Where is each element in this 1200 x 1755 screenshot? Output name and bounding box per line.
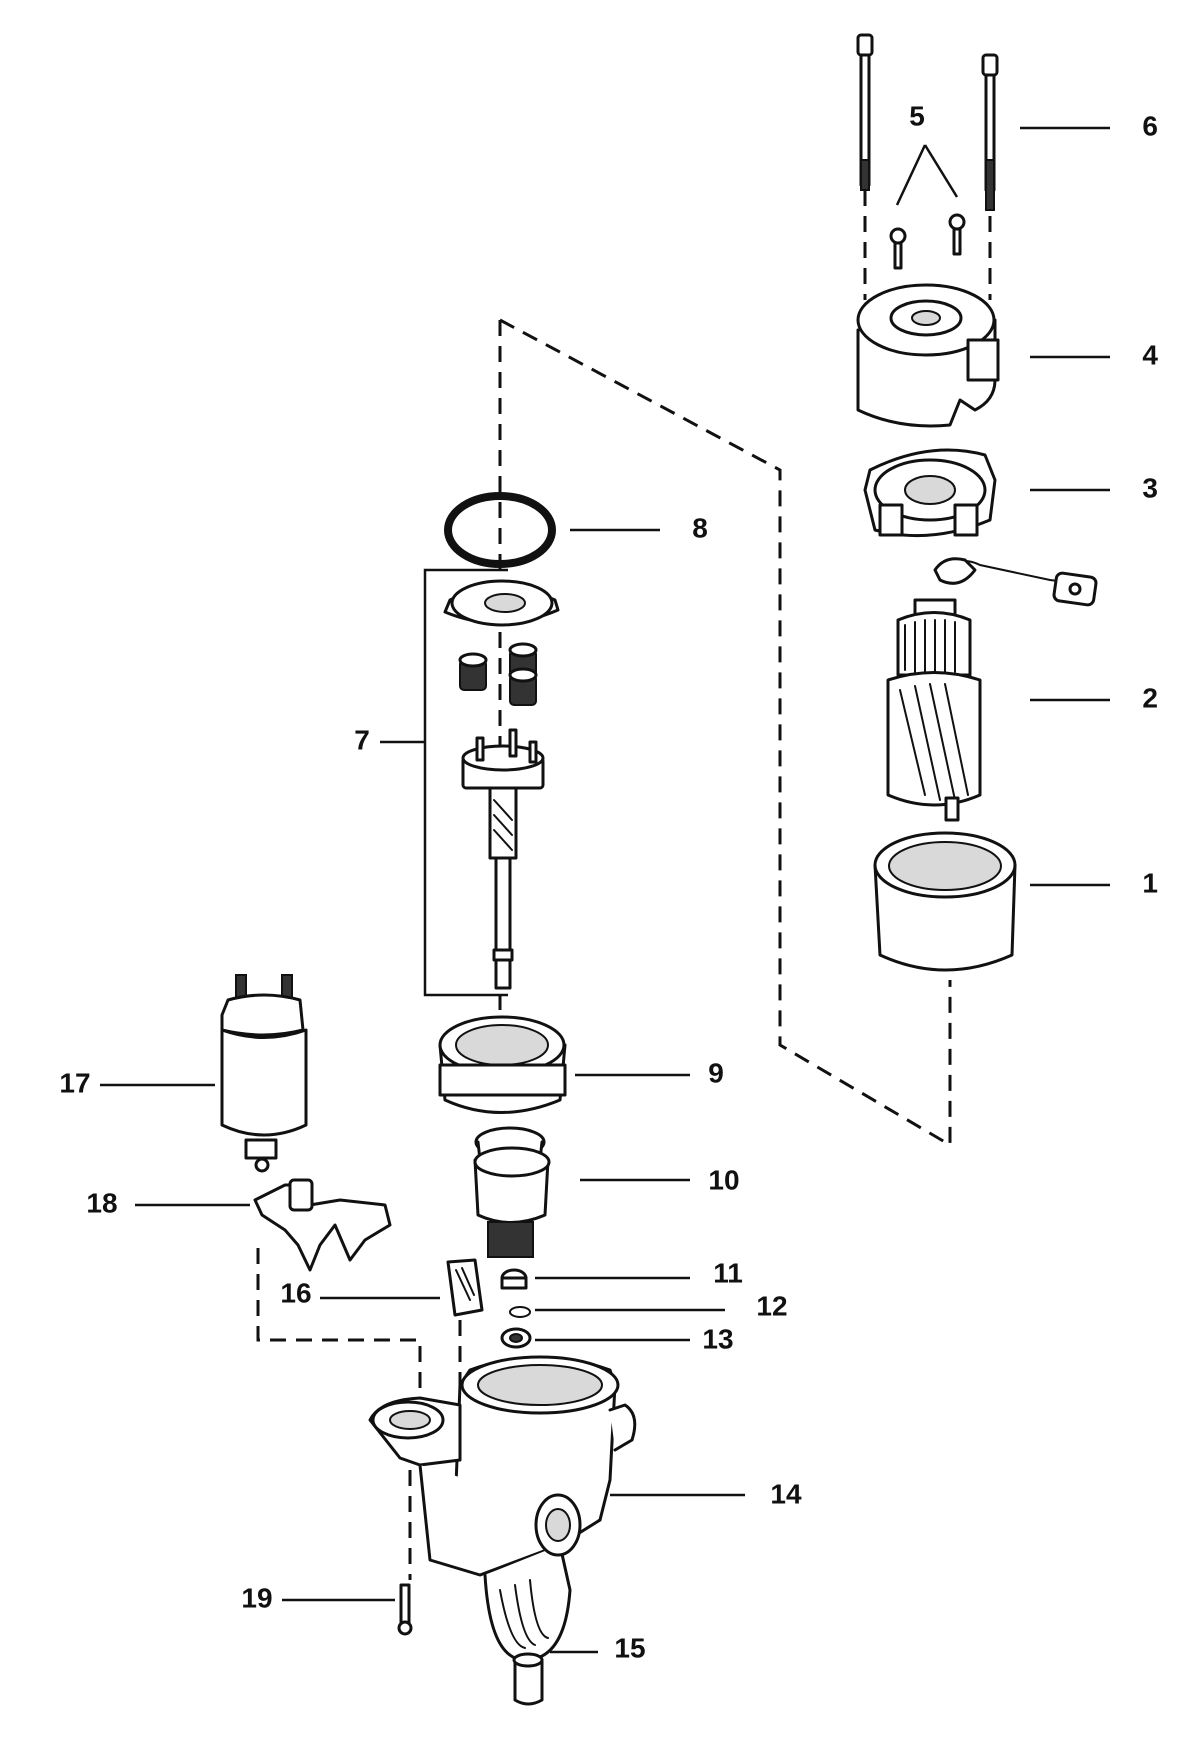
callout-13: 13 <box>702 1323 733 1354</box>
shim-plate <box>446 1258 484 1317</box>
callout-1: 1 <box>1142 867 1158 898</box>
callout-numbers: 1 2 3 4 5 6 7 8 9 10 11 12 13 14 15 16 1… <box>59 100 1158 1663</box>
shift-lever <box>253 1178 392 1272</box>
callout-9: 9 <box>708 1057 724 1088</box>
callout-16: 16 <box>280 1277 311 1308</box>
callout-7: 7 <box>354 724 370 755</box>
through-bolts <box>856 33 999 211</box>
housing-screw <box>397 1583 413 1636</box>
callout-15: 15 <box>614 1632 645 1663</box>
brush-plate <box>863 448 1098 607</box>
o-ring <box>444 492 556 568</box>
callout-17: 17 <box>59 1067 90 1098</box>
callout-2: 2 <box>1142 682 1158 713</box>
callout-8: 8 <box>692 512 708 543</box>
callout-18: 18 <box>86 1187 117 1218</box>
armature <box>886 598 982 822</box>
callout-19: 19 <box>241 1582 272 1613</box>
drive-pinion <box>473 1126 551 1258</box>
leader-lines <box>100 126 1110 1654</box>
callout-14: 14 <box>770 1478 802 1509</box>
callout-6: 6 <box>1142 110 1158 141</box>
ring-gear <box>438 1015 567 1114</box>
drive-housing <box>368 1355 637 1662</box>
collar-clip-stop <box>500 1268 532 1349</box>
callout-5: 5 <box>909 100 925 131</box>
frame-housing <box>873 831 1017 972</box>
callout-12: 12 <box>756 1290 787 1321</box>
callout-11: 11 <box>713 1257 743 1288</box>
screws <box>889 213 966 270</box>
planetary-gear-set <box>443 579 560 990</box>
callout-10: 10 <box>708 1164 739 1195</box>
end-cap <box>856 283 1000 428</box>
solenoid <box>220 974 308 1173</box>
callout-3: 3 <box>1142 472 1158 503</box>
bushing <box>512 1652 544 1706</box>
callout-4: 4 <box>1142 339 1158 370</box>
part-7-bracket <box>423 568 508 997</box>
